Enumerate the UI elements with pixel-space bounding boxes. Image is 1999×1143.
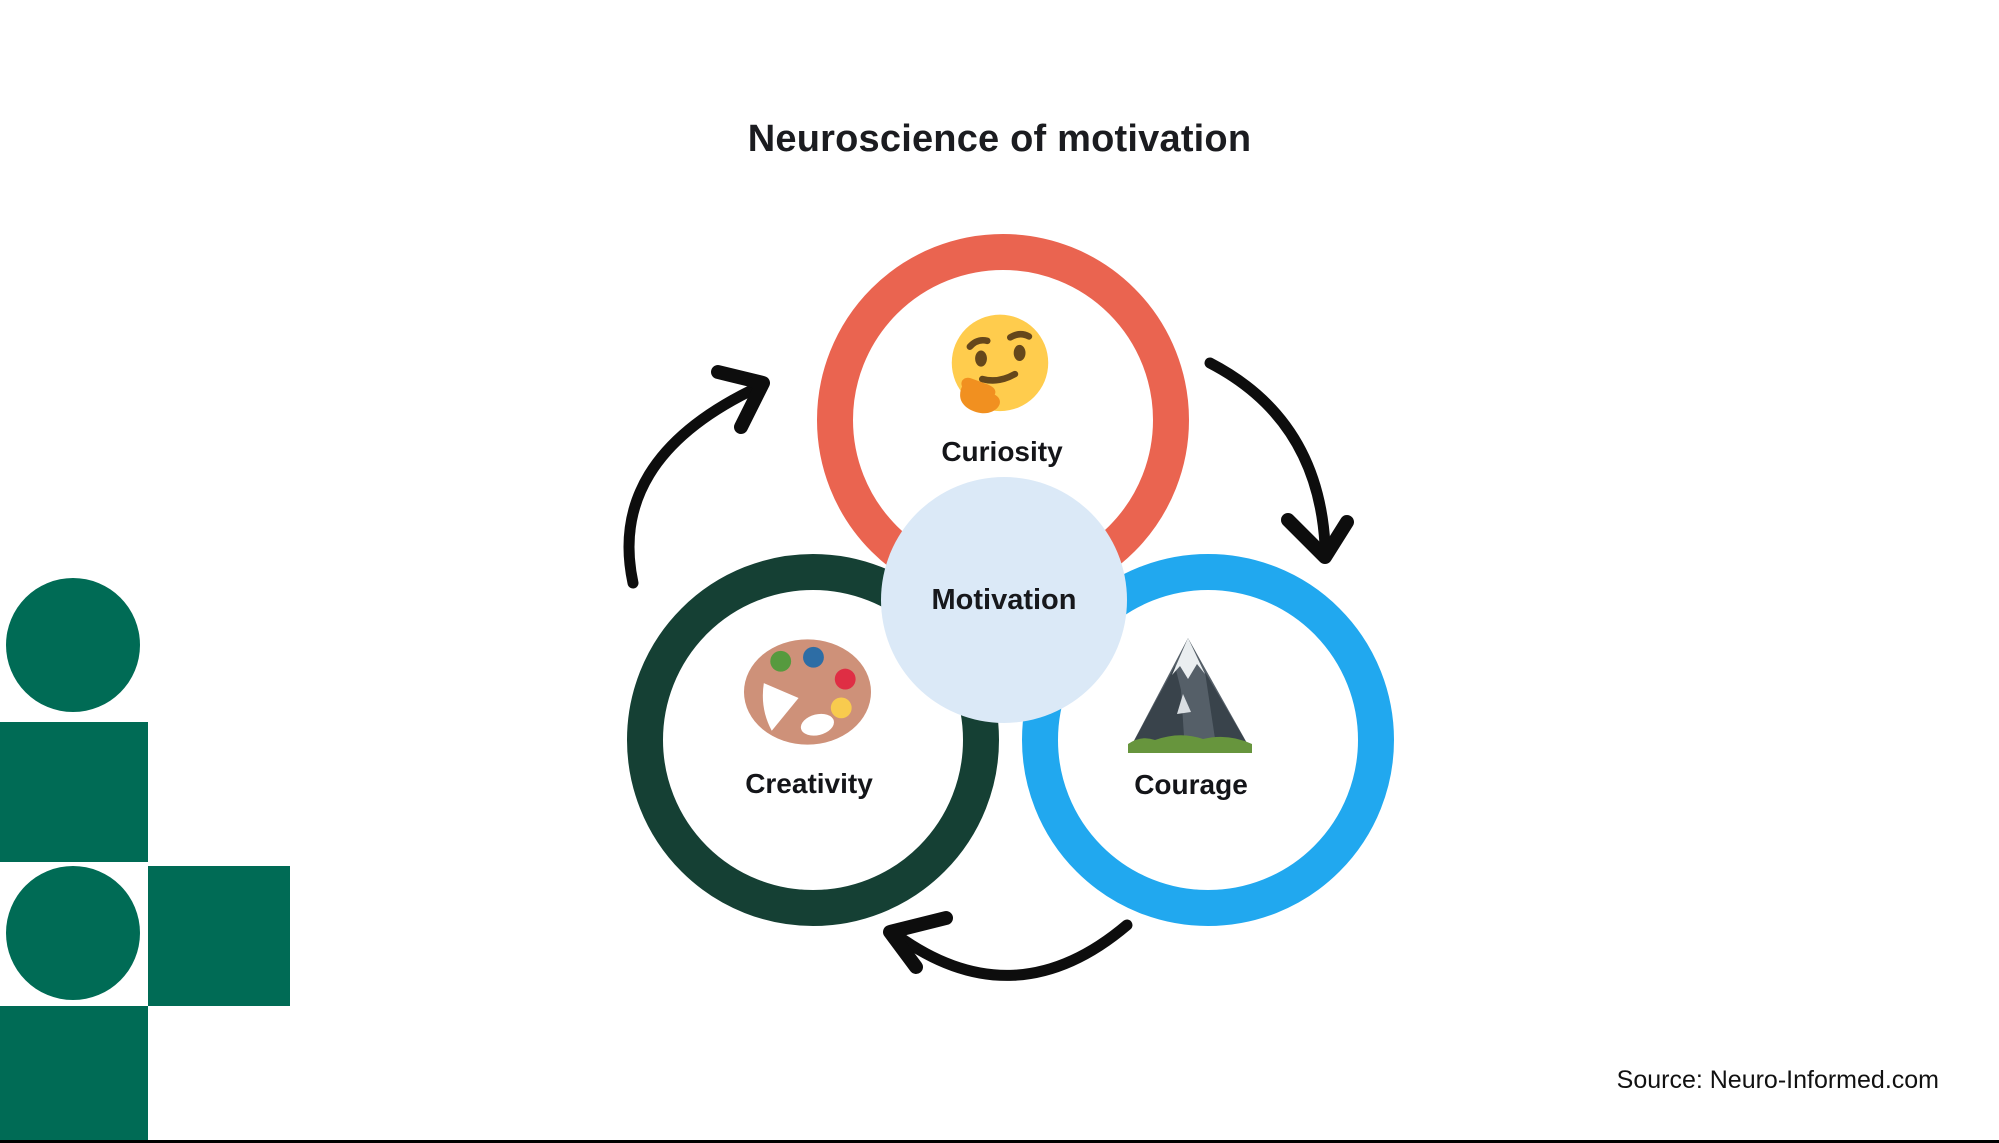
arrow-curiosity-to-courage <box>1204 357 1354 564</box>
thinking-face-icon <box>951 314 1049 414</box>
decor-circle <box>6 866 140 1000</box>
decor-square <box>148 866 290 1006</box>
creativity-label: Creativity <box>745 768 873 799</box>
mountain-icon <box>1128 638 1252 753</box>
brand-decoration <box>0 0 300 1143</box>
paint-palette-icon <box>743 639 872 745</box>
decor-circle <box>6 578 140 712</box>
arrow-creativity-to-curiosity <box>623 365 770 589</box>
decor-square <box>0 722 148 862</box>
courage-label: Courage <box>1134 769 1248 800</box>
motivation-label: Motivation <box>931 583 1077 616</box>
arrow-courage-to-creativity <box>883 911 1133 981</box>
curiosity-label: Curiosity <box>941 436 1063 467</box>
source-attribution: Source: Neuro-Informed.com <box>1616 1066 1939 1094</box>
bottom-edge-line <box>0 1140 1999 1143</box>
page-title: Neuroscience of motivation <box>747 118 1252 160</box>
motivation-center-circle: Motivation <box>881 477 1127 723</box>
decor-square <box>0 1006 148 1143</box>
